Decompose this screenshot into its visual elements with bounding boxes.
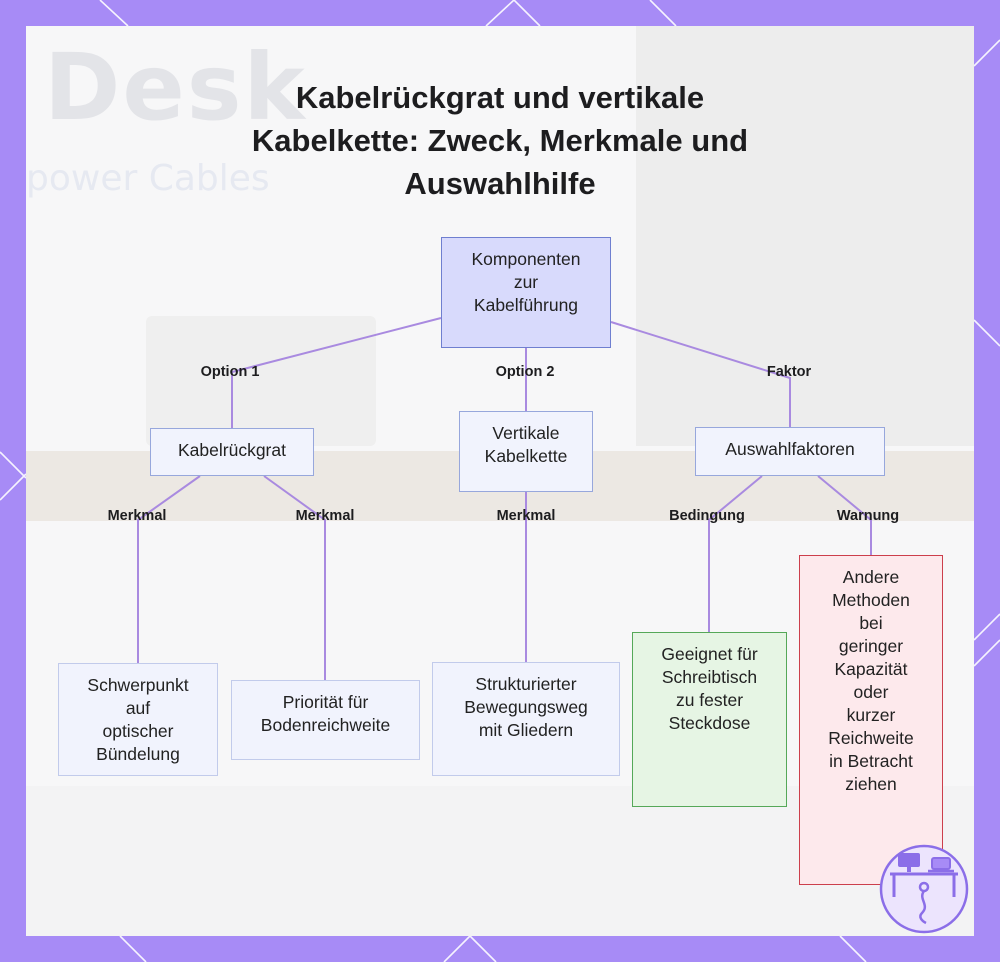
node-text-line: Schreibtisch [661, 667, 758, 687]
edge-label-merkmal-3: Merkmal [496, 508, 556, 524]
edge-label-faktor: Faktor [766, 364, 812, 380]
edge-root-auswahlfaktoren [610, 321, 791, 427]
node-text-line: Kapazität [834, 659, 908, 679]
edge-label-merkmal-1: Merkmal [107, 508, 167, 524]
node-auswahlfaktoren: Auswahlfaktoren [695, 427, 885, 476]
node-prioritaet-bodenreichweite: Priorität für Bodenreichweite [231, 680, 420, 760]
node-text-line: Methoden [832, 590, 910, 610]
node-text-line: mit Gliedern [478, 720, 574, 740]
node-text-line: Andere [842, 567, 900, 587]
node-text-line: optischer [102, 721, 174, 741]
node-text-line: Bewegungsweg [464, 697, 588, 717]
node-text-line: Bündelung [96, 744, 180, 764]
node-text-line: Priorität für [282, 692, 369, 712]
edge-root-kabelrueckgrat [231, 317, 442, 428]
title-line-3: Auswahlhilfe [404, 166, 596, 201]
node-text-line: Reichweite [828, 728, 914, 748]
node-text-line: oder [853, 682, 889, 702]
node-text-line: Geeignet für [661, 644, 758, 664]
edge-kabel-prioritaet [263, 475, 326, 680]
background-brand-word: Desk [44, 34, 307, 141]
node-text-line: geringer [838, 636, 904, 656]
node-text-line: zur [513, 272, 539, 292]
node-text-line: Kabelführung [473, 295, 579, 315]
background-subtitle: power Cables [26, 158, 270, 199]
node-text-line: Kabelrückgrat [178, 440, 286, 460]
node-text-line: bei [859, 613, 883, 633]
edge-kabel-schwerpunkt [137, 475, 201, 663]
node-text-line: kurzer [846, 705, 896, 725]
desk-cable-logo-icon [879, 844, 969, 934]
node-text-line: Strukturierter [475, 674, 577, 694]
node-komponenten-zur-kabelfuehrung: Komponenten zur Kabelführung [441, 237, 611, 348]
title-line-2: Kabelkette: Zweck, Merkmale und [251, 123, 749, 158]
node-text-line: Schwerpunkt [87, 675, 189, 695]
node-geeignet-fuer-schreibtisch: Geeignet für Schreibtisch zu fester Stec… [632, 632, 787, 807]
edge-label-option-2: Option 2 [495, 364, 555, 380]
node-text-line: ziehen [845, 774, 897, 794]
node-text-line: auf [125, 698, 151, 718]
node-text-line: Auswahlfaktoren [725, 439, 855, 459]
background-wall-right [636, 26, 974, 446]
edge-auswahl-geeignet [708, 475, 763, 632]
node-text-line: Kabelkette [484, 446, 568, 466]
node-vertikale-kabelkette: Vertikale Kabelkette [459, 411, 593, 492]
background-monitor [146, 316, 376, 446]
edge-label-bedingung: Bedingung [669, 508, 745, 524]
edge-label-warnung: Warnung [836, 508, 900, 524]
node-text-line: Vertikale [492, 423, 560, 443]
edge-label-merkmal-2: Merkmal [295, 508, 355, 524]
diagram-title: Kabelrückgrat und vertikale Kabelkette: … [150, 76, 850, 205]
title-line-1: Kabelrückgrat und vertikale [295, 80, 705, 115]
node-strukturierter-bewegungsweg: Strukturierter Bewegungsweg mit Gliedern [432, 662, 620, 776]
node-andere-methoden-warnung: Andere Methoden bei geringer Kapazität o… [799, 555, 943, 885]
node-schwerpunkt-optische-buendelung: Schwerpunkt auf optischer Bündelung [58, 663, 218, 776]
node-text-line: Bodenreichweite [260, 715, 391, 735]
node-text-line: in Betracht [829, 751, 913, 771]
node-text-line: zu fester [675, 690, 744, 710]
node-kabelrueckgrat: Kabelrückgrat [150, 428, 314, 476]
node-text-line: Komponenten [471, 249, 581, 269]
node-text-line: Steckdose [668, 713, 751, 733]
edge-auswahl-andere [817, 475, 872, 555]
edge-label-option-1: Option 1 [200, 364, 260, 380]
